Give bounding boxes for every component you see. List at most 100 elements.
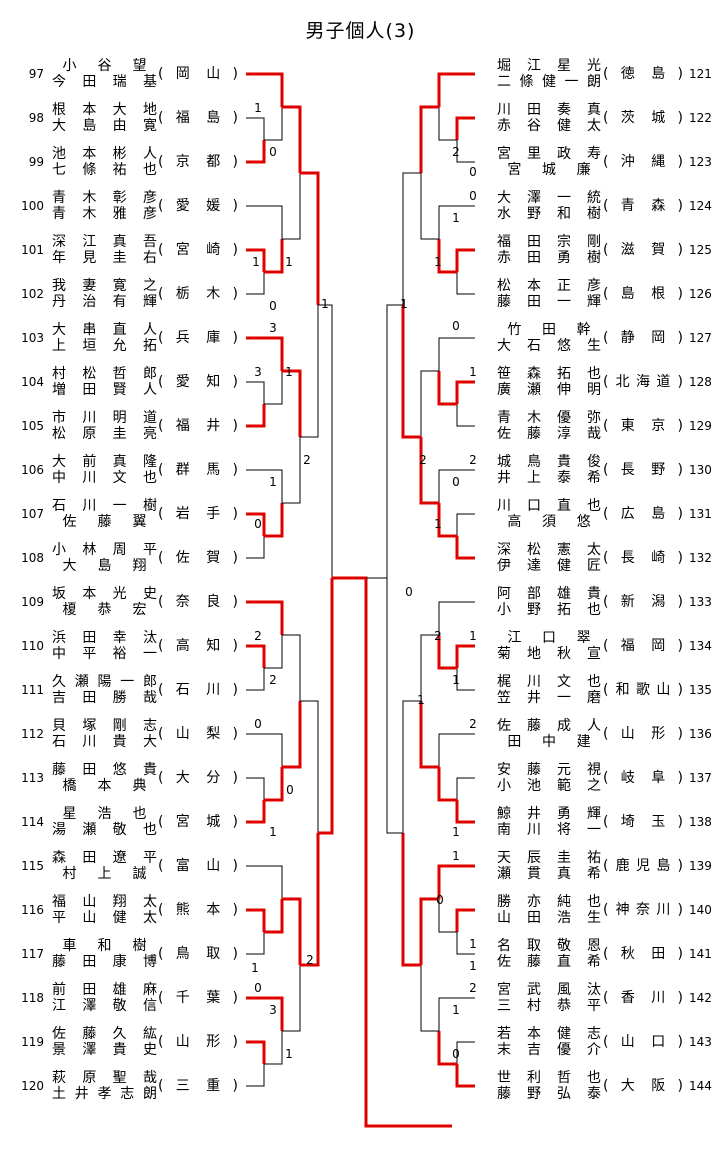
- paren-open: (: [603, 1078, 609, 1094]
- player-name: 若本健志: [497, 1026, 601, 1042]
- player-names: 石川一樹佐藤翼: [52, 498, 157, 530]
- player-names: 笹森拓也廣瀬伸明: [497, 366, 601, 398]
- entry-number: 102: [21, 287, 44, 301]
- player-name: 南川将一: [497, 822, 601, 838]
- winner-path: [300, 171, 320, 305]
- paren-close: ): [677, 902, 683, 918]
- winner-path: [300, 833, 320, 967]
- player-name: 福田宗剛: [497, 234, 601, 250]
- prefecture: (沖縄): [603, 154, 683, 170]
- player-names: 天辰圭祐瀬貫真希: [497, 850, 601, 882]
- bracket-line: [282, 370, 301, 504]
- prefecture-name: 石川: [175, 682, 221, 698]
- bracket-line: [456, 381, 475, 427]
- paren-open: (: [158, 770, 164, 786]
- player-name: 吉田勝哉: [52, 690, 157, 706]
- entry-number: 110: [21, 639, 44, 653]
- prefecture: (岡山): [158, 66, 238, 82]
- entry-number: 123: [689, 155, 712, 169]
- player-name: 藤田一輝: [497, 294, 601, 310]
- winner-path: [246, 512, 266, 536]
- paren-open: (: [603, 374, 609, 390]
- player-name: 大島由寛: [52, 118, 157, 134]
- prefecture-name: 香川: [620, 990, 666, 1006]
- player-name: 佐藤成人: [497, 718, 601, 734]
- entry-number: 129: [689, 419, 712, 433]
- player-name: 三村恭平: [497, 998, 601, 1014]
- player-name: 末吉優介: [497, 1042, 601, 1058]
- player-name: 鯨井勇輝: [497, 806, 601, 822]
- entry-number: 105: [21, 419, 44, 433]
- entry-number: 131: [689, 507, 712, 521]
- paren-close: ): [232, 770, 238, 786]
- prefecture: (千葉): [158, 990, 238, 1006]
- winner-path: [437, 635, 457, 670]
- player-name: 二條健一朗: [497, 74, 601, 90]
- player-name: 星浩也: [62, 806, 147, 822]
- prefecture: (福岡): [603, 638, 683, 654]
- prefecture-name: 東京: [620, 418, 666, 434]
- player-name: 小池範之: [497, 778, 601, 794]
- match-score: 1: [452, 849, 460, 863]
- player-name: 松原圭亮: [52, 426, 157, 442]
- player-name: 七條祐也: [52, 162, 157, 178]
- winner-path: [282, 369, 302, 437]
- player-name: 中川文也: [52, 470, 157, 486]
- match-score: 1: [285, 365, 293, 379]
- match-score: 1: [452, 211, 460, 225]
- paren-open: (: [158, 462, 164, 478]
- player-names: 根本大地大島由寛: [52, 102, 157, 134]
- player-names: 大串直人上垣允拓: [52, 322, 157, 354]
- prefecture: (群馬): [158, 462, 238, 478]
- bracket-line: [246, 777, 265, 823]
- winner-path: [282, 701, 302, 769]
- prefecture-name: 岐阜: [620, 770, 666, 786]
- winner-path: [264, 767, 284, 802]
- prefecture: (香川): [603, 990, 683, 1006]
- paren-open: (: [603, 1034, 609, 1050]
- paren-open: (: [603, 154, 609, 170]
- player-names: 鯨井勇輝南川将一: [497, 806, 601, 838]
- paren-close: ): [677, 682, 683, 698]
- prefecture-name: 鳥取: [175, 946, 221, 962]
- prefecture: (京都): [158, 154, 238, 170]
- entry-number: 115: [21, 859, 44, 873]
- prefecture-name: 島根: [620, 286, 666, 302]
- prefecture-name: 群馬: [175, 462, 221, 478]
- prefecture: (東京): [603, 418, 683, 434]
- player-name: 瀬貫真希: [497, 866, 601, 882]
- prefecture: (長崎): [603, 550, 683, 566]
- winner-path: [455, 644, 475, 668]
- player-name: 我妻寛之: [52, 278, 157, 294]
- prefecture: (熊本): [158, 902, 238, 918]
- player-name: 廣瀬伸明: [497, 382, 601, 398]
- player-names: 川口直也高須悠: [497, 498, 601, 530]
- match-score: 0: [452, 475, 460, 489]
- prefecture-name: 高知: [175, 638, 221, 654]
- match-score: 2: [469, 717, 477, 731]
- paren-open: (: [603, 594, 609, 610]
- match-score: 0: [254, 981, 262, 995]
- player-names: 松本正彦藤田一輝: [497, 278, 601, 310]
- paren-open: (: [603, 66, 609, 82]
- prefecture-name: 岩手: [175, 506, 221, 522]
- prefecture-name: 岡山: [175, 66, 221, 82]
- player-names: 藤田悠貴橋本典: [52, 762, 157, 794]
- player-names: 大前真隆中川文也: [52, 454, 157, 486]
- player-name: 水野和樹: [497, 206, 601, 222]
- paren-close: ): [232, 946, 238, 962]
- paren-close: ): [232, 858, 238, 874]
- paren-close: ): [232, 110, 238, 126]
- paren-close: ): [677, 1034, 683, 1050]
- paren-open: (: [603, 198, 609, 214]
- winner-path: [246, 800, 266, 824]
- winner-path: [332, 576, 452, 1128]
- paren-close: ): [677, 506, 683, 522]
- prefecture-name: 千葉: [175, 990, 221, 1006]
- prefecture: (栃木): [158, 286, 238, 302]
- player-name: 村松哲郎: [52, 366, 157, 382]
- paren-open: (: [603, 638, 609, 654]
- entry-number: 128: [689, 375, 712, 389]
- player-names: 福田宗剛赤田勇樹: [497, 234, 601, 266]
